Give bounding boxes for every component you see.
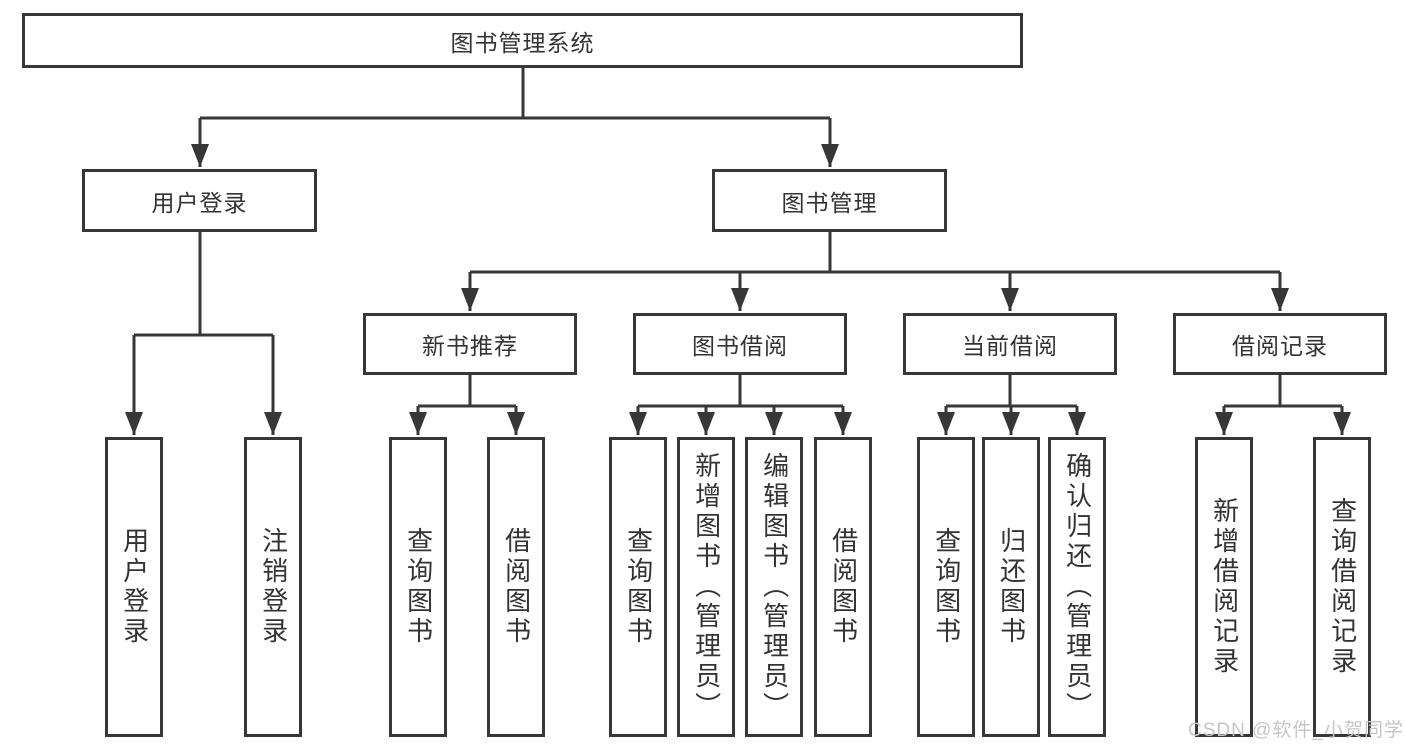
node-label: 编辑图书（管理员） bbox=[759, 452, 790, 722]
node-leaf-query-borrow-record: 查询借阅记录 bbox=[1313, 437, 1371, 737]
node-label: 新书推荐 bbox=[422, 333, 518, 359]
node-current-borrowing: 当前借阅 bbox=[903, 313, 1117, 375]
node-label: 查询借阅记录 bbox=[1327, 497, 1358, 677]
node-label: 当前借阅 bbox=[962, 333, 1058, 359]
node-leaf-query-books-recommend: 查询图书 bbox=[389, 437, 447, 737]
node-new-book-recommend: 新书推荐 bbox=[363, 313, 577, 375]
node-leaf-user-login: 用户登录 bbox=[105, 437, 163, 737]
node-leaf-borrow-books: 借阅图书 bbox=[814, 437, 872, 737]
node-leaf-query-books-current: 查询图书 bbox=[917, 437, 975, 737]
node-leaf-borrow-books-recommend: 借阅图书 bbox=[487, 437, 545, 737]
node-label: 用户登录 bbox=[119, 527, 150, 647]
node-label: 图书借阅 bbox=[692, 333, 788, 359]
node-leaf-confirm-return-admin: 确认归还（管理员） bbox=[1048, 437, 1106, 737]
node-label: 查询图书 bbox=[931, 527, 962, 647]
node-label: 查询图书 bbox=[623, 527, 654, 647]
node-leaf-logout: 注销登录 bbox=[244, 437, 302, 737]
node-label: 借阅记录 bbox=[1232, 333, 1328, 359]
node-label: 新增借阅记录 bbox=[1209, 497, 1240, 677]
node-label: 查询图书 bbox=[403, 527, 434, 647]
node-label: 借阅图书 bbox=[501, 527, 532, 647]
node-leaf-add-book-admin: 新增图书（管理员） bbox=[677, 437, 735, 737]
node-label: 确认归还（管理员） bbox=[1062, 452, 1093, 722]
node-label: 归还图书 bbox=[996, 527, 1027, 647]
node-user-login: 用户登录 bbox=[82, 169, 317, 232]
node-book-borrowing: 图书借阅 bbox=[633, 313, 847, 375]
node-label: 注销登录 bbox=[258, 527, 289, 647]
node-leaf-add-borrow-record: 新增借阅记录 bbox=[1195, 437, 1253, 737]
csdn-watermark: CSDN @软件_小贺同学 bbox=[1188, 720, 1404, 741]
node-leaf-return-book: 归还图书 bbox=[982, 437, 1040, 737]
node-label: 借阅图书 bbox=[828, 527, 859, 647]
node-label: 图书管理 bbox=[781, 189, 878, 216]
node-leaf-edit-book-admin: 编辑图书（管理员） bbox=[745, 437, 803, 737]
node-library-management-system: 图书管理系统 bbox=[22, 13, 1023, 68]
node-borrowing-records: 借阅记录 bbox=[1173, 313, 1387, 375]
node-label: 图书管理系统 bbox=[450, 29, 595, 56]
node-leaf-query-books-borrowing: 查询图书 bbox=[609, 437, 667, 737]
node-book-management: 图书管理 bbox=[712, 169, 947, 232]
node-label: 用户登录 bbox=[151, 189, 248, 216]
node-label: 新增图书（管理员） bbox=[691, 452, 722, 722]
